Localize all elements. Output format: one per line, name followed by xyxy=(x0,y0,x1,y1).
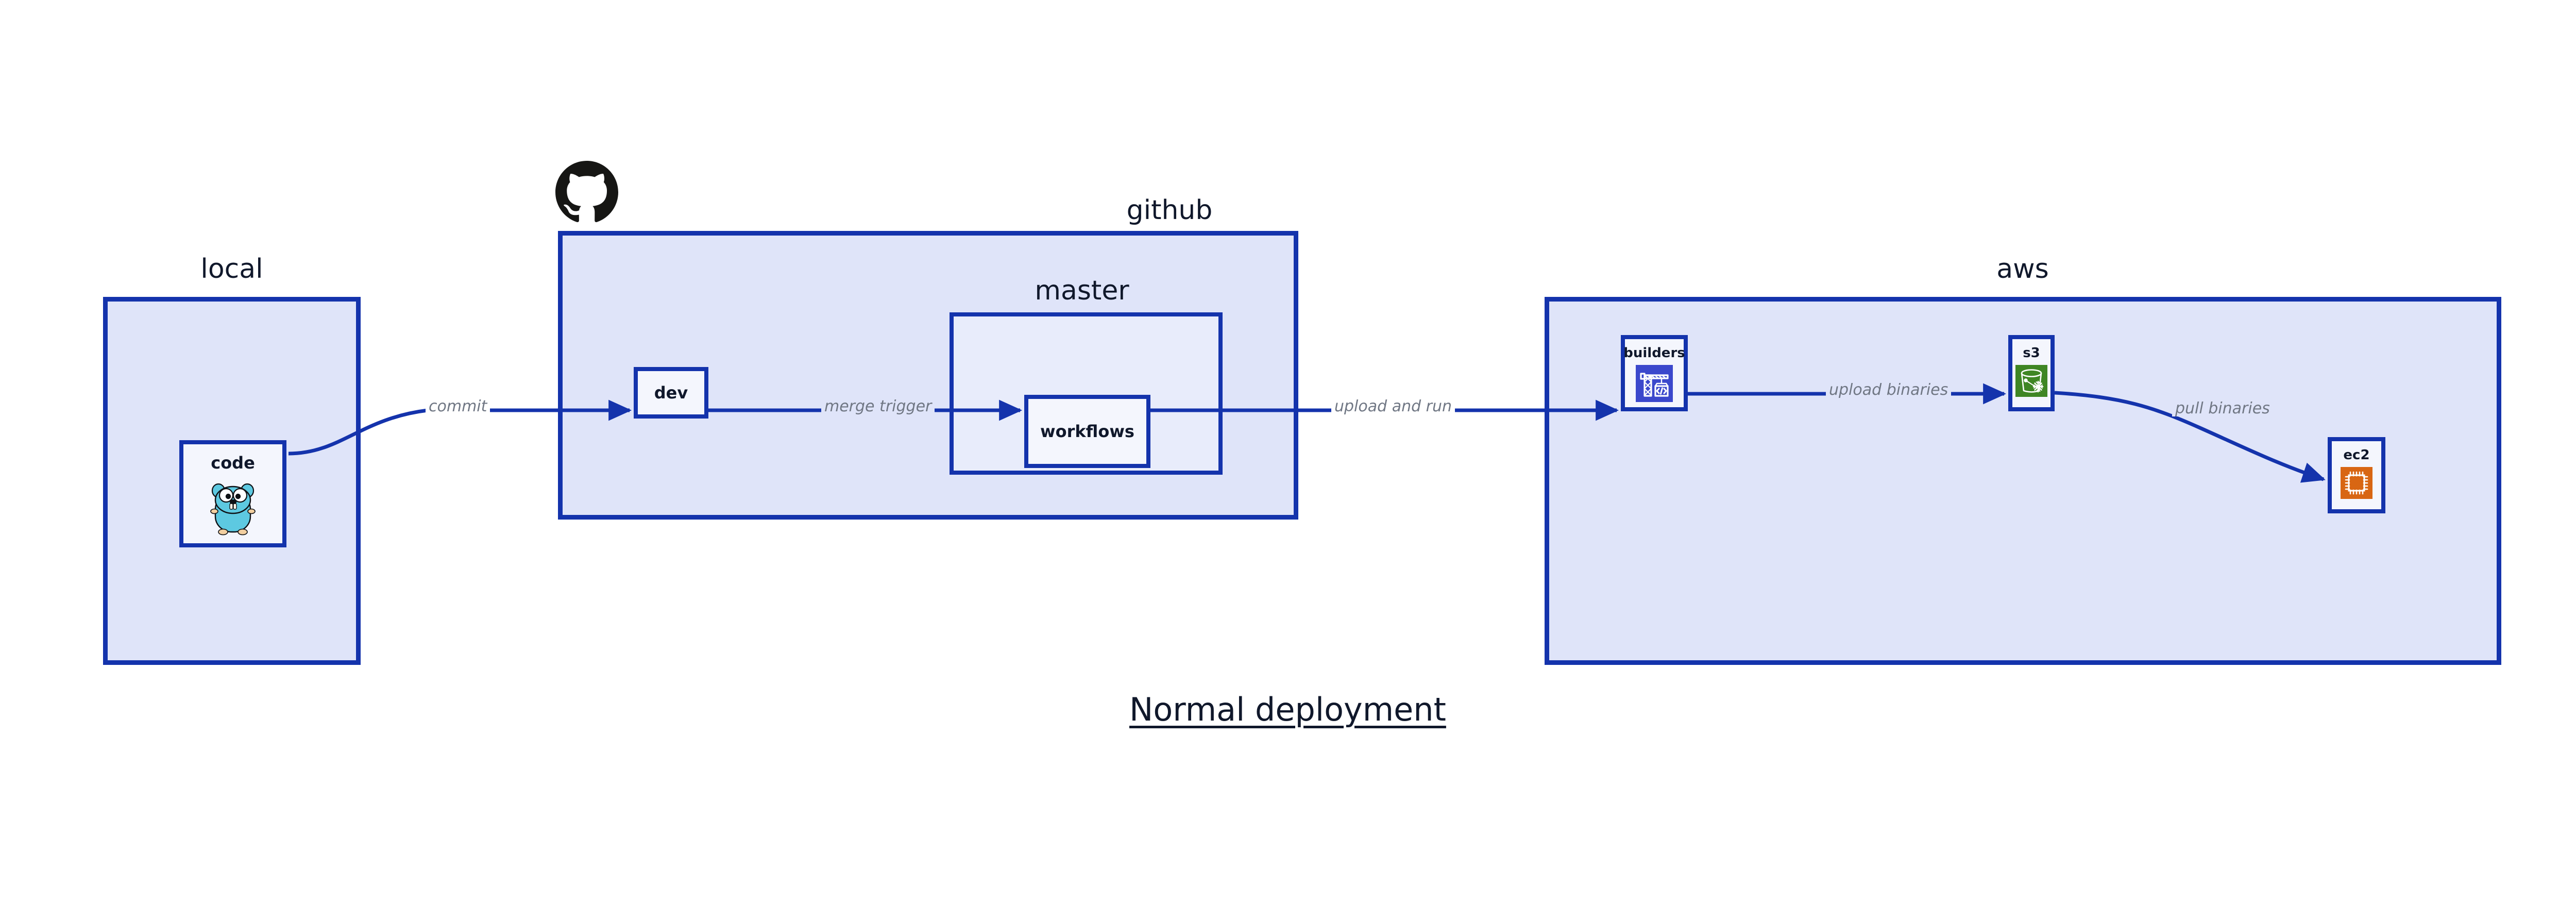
node-label-workflows: workflows xyxy=(1040,422,1134,441)
github-octocat-logo xyxy=(555,161,618,226)
cluster-label-master: master xyxy=(1035,275,1129,306)
node-s3[interactable]: s3 xyxy=(2008,335,2055,411)
edge-label-upload-and-run: upload and run xyxy=(1331,399,1455,414)
cluster-label-aws: aws xyxy=(1996,254,2049,285)
node-label-builders: builders xyxy=(1623,345,1685,361)
cluster-label-local: local xyxy=(200,254,263,285)
edge-label-pull-binaries: pull binaries xyxy=(2172,401,2273,416)
node-label-s3: s3 xyxy=(2023,345,2040,361)
node-builders[interactable]: builders xyxy=(1621,335,1688,411)
node-workflows[interactable]: workflows xyxy=(1024,395,1150,468)
aws-codebuild-icon xyxy=(1636,365,1673,404)
edge-label-merge-trigger: merge trigger xyxy=(821,399,935,414)
aws-ec2-icon xyxy=(2341,467,2372,501)
node-code[interactable]: code xyxy=(179,440,286,547)
go-gopher-icon xyxy=(205,479,261,539)
diagram-title: Normal deployment xyxy=(1129,691,1446,728)
node-dev[interactable]: dev xyxy=(634,367,708,419)
edge-label-upload-binaries: upload binaries xyxy=(1826,382,1952,398)
node-label-code: code xyxy=(211,453,255,473)
edge-label-commit: commit xyxy=(426,399,490,414)
cluster-label-github: github xyxy=(1126,195,1213,226)
aws-s3-glacier-icon xyxy=(2015,365,2047,399)
node-label-dev: dev xyxy=(654,383,688,403)
node-label-ec2: ec2 xyxy=(2343,447,2370,463)
node-ec2[interactable]: ec2 xyxy=(2328,437,2385,513)
